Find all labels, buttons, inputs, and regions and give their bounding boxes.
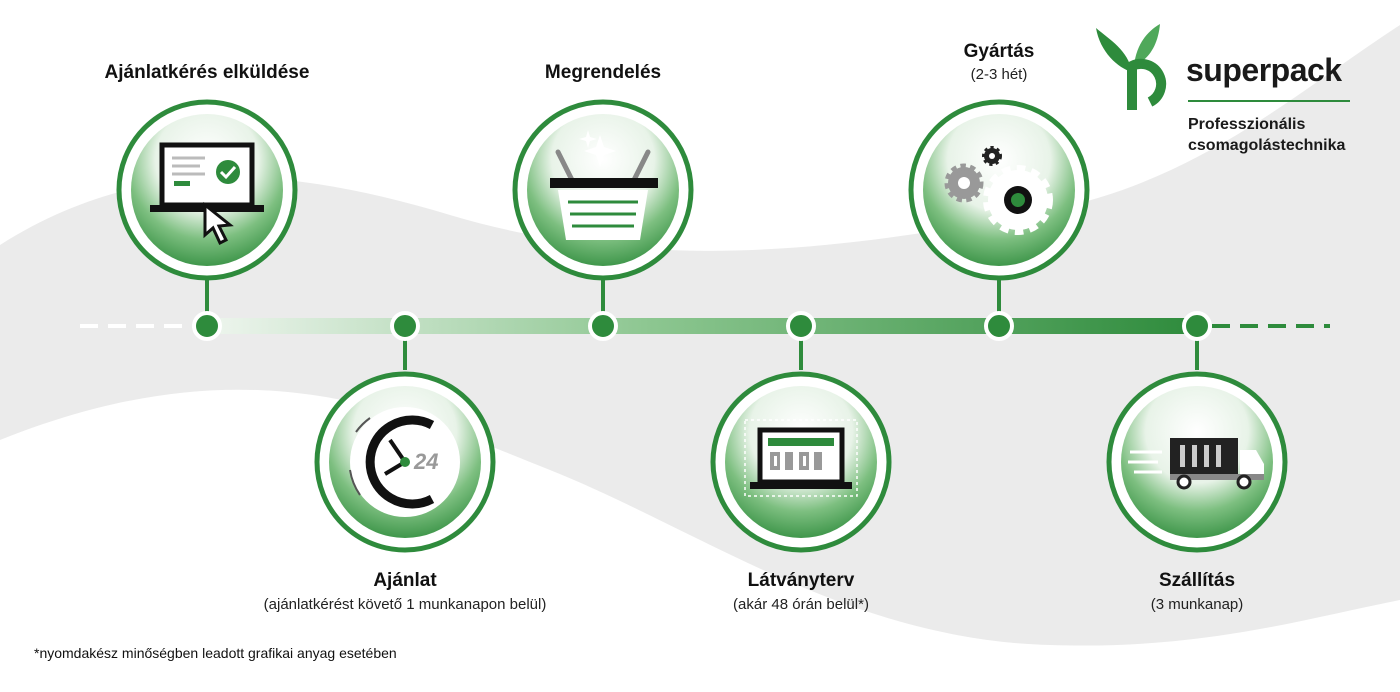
step-subtitle-gyartas: (2-3 hét) xyxy=(970,66,1028,83)
step-title-ajanlatkeres: Ajánlatkérés elküldése xyxy=(104,62,310,83)
step-subtitle-latvanyterv: (akár 48 órán belül*) xyxy=(733,596,869,613)
clock-24-icon xyxy=(349,407,460,517)
timeline-bar xyxy=(208,318,1198,334)
laptop-design-icon xyxy=(744,419,858,497)
timeline-dot xyxy=(390,311,420,341)
step-title-szallitas: Szállítás xyxy=(1158,570,1236,591)
step-title-latvanyterv: Látványterv xyxy=(747,570,855,591)
clock-24-label: 24 xyxy=(414,449,439,474)
laptop-checkmark-icon xyxy=(150,142,264,246)
timeline-dot xyxy=(588,311,618,341)
timeline-dot xyxy=(192,311,222,341)
step-subtitle-ajanlat: (ajánlatkérést követő 1 munkanapon belül… xyxy=(263,596,547,613)
logo-tagline-line1: Professzionális xyxy=(1188,116,1306,133)
logo-name: superpack xyxy=(1186,52,1342,88)
step-title-gyartas: Gyártás xyxy=(963,41,1035,62)
shopping-basket-icon xyxy=(550,130,658,240)
footnote: *nyomdakész minőségben leadott grafikai … xyxy=(34,645,397,661)
logo-tagline: Professzionális csomagolástechnika xyxy=(1188,114,1388,156)
step-title-megrendeles: Megrendelés xyxy=(544,62,662,83)
timeline-dot xyxy=(1182,311,1212,341)
superpack-logo-icon xyxy=(1096,24,1350,110)
timeline-dot xyxy=(786,311,816,341)
step-subtitle-szallitas: (3 munkanap) xyxy=(1150,596,1244,613)
gears-icon xyxy=(944,146,1053,235)
timeline-dot xyxy=(984,311,1014,341)
step-title-ajanlat: Ajánlat xyxy=(373,570,437,591)
delivery-truck-icon xyxy=(1128,438,1264,490)
logo-tagline-line2: csomagolástechnika xyxy=(1188,137,1346,154)
